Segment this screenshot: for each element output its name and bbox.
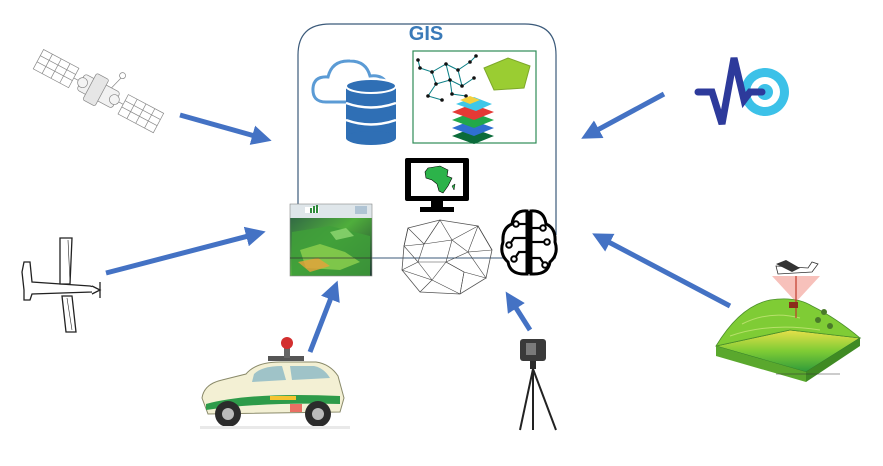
arrow-satellite [179,112,272,145]
city-3d-model-icon [289,203,373,277]
airplane-icon [21,237,102,333]
arrow-airplane [105,226,266,276]
arrow-car [307,280,340,353]
vector-network-icon [416,54,478,102]
laser-scanner-tripod-icon [519,339,557,431]
signal-pulse-icon [694,57,789,126]
layer-stack-icon [452,96,494,144]
street-view-car-icon [200,337,350,429]
arrow-scanner [505,291,533,332]
monitor-africa-icon [405,158,469,212]
brain-circuit-icon [500,209,558,276]
arrow-signal [581,91,666,139]
arrows [105,91,732,353]
gis-title: GIS [409,23,443,45]
gis-frame [297,23,557,235]
database-icon [345,78,397,145]
satellite-icon [32,49,165,134]
tin-mesh-icon [401,219,493,295]
polygon-shape [483,57,531,91]
airborne-lidar-terrain-icon [715,260,862,382]
arrow-lidar [592,233,732,309]
